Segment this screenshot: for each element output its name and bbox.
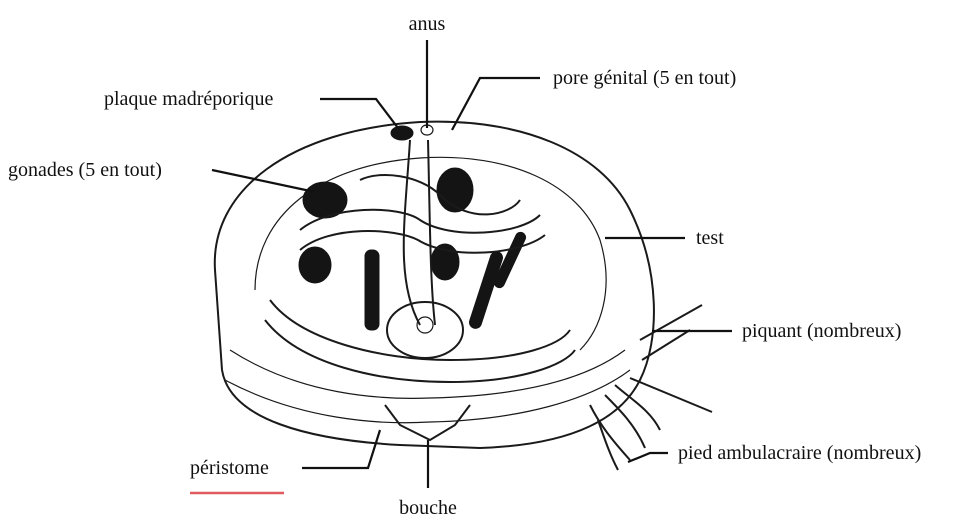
gonads-group (299, 168, 527, 330)
test-shell (215, 122, 654, 448)
label-piquant: piquant (nombreux) (742, 320, 901, 342)
sea-urchin-illustration (215, 122, 712, 470)
leader-pied (628, 453, 668, 462)
leader-plaque (320, 99, 398, 128)
leader-gonades (212, 170, 315, 192)
label-pore-genital: pore génital (5 en tout) (553, 67, 736, 89)
labels: anus plaque madréporique pore génital (5… (8, 13, 921, 519)
spines (630, 305, 712, 412)
label-bouche: bouche (399, 497, 457, 519)
label-plaque-madreporique: plaque madréporique (104, 88, 273, 110)
label-gonades: gonades (5 en tout) (8, 159, 162, 181)
intestine-loop (428, 140, 435, 325)
gonad (468, 250, 504, 330)
leader-peristome (302, 430, 380, 468)
label-peristome: péristome (190, 457, 269, 479)
tube-feet (590, 385, 660, 470)
spine (640, 305, 702, 340)
intestine-loop (300, 231, 545, 253)
intestine-loop (404, 140, 420, 325)
gonad (437, 168, 473, 212)
label-test: test (696, 227, 724, 249)
gonad (365, 250, 379, 330)
lantern-aristotle (387, 302, 463, 358)
intestine-loop (270, 300, 570, 360)
tube-foot (605, 395, 645, 448)
label-anus: anus (409, 13, 446, 35)
label-pied-ambulacraire: pied ambulacraire (nombreux) (678, 442, 921, 464)
gonad (299, 247, 331, 283)
tube-foot (615, 385, 660, 430)
madreporic-plate (391, 126, 413, 140)
tube-foot (598, 420, 618, 470)
intestine-loop (300, 210, 540, 233)
